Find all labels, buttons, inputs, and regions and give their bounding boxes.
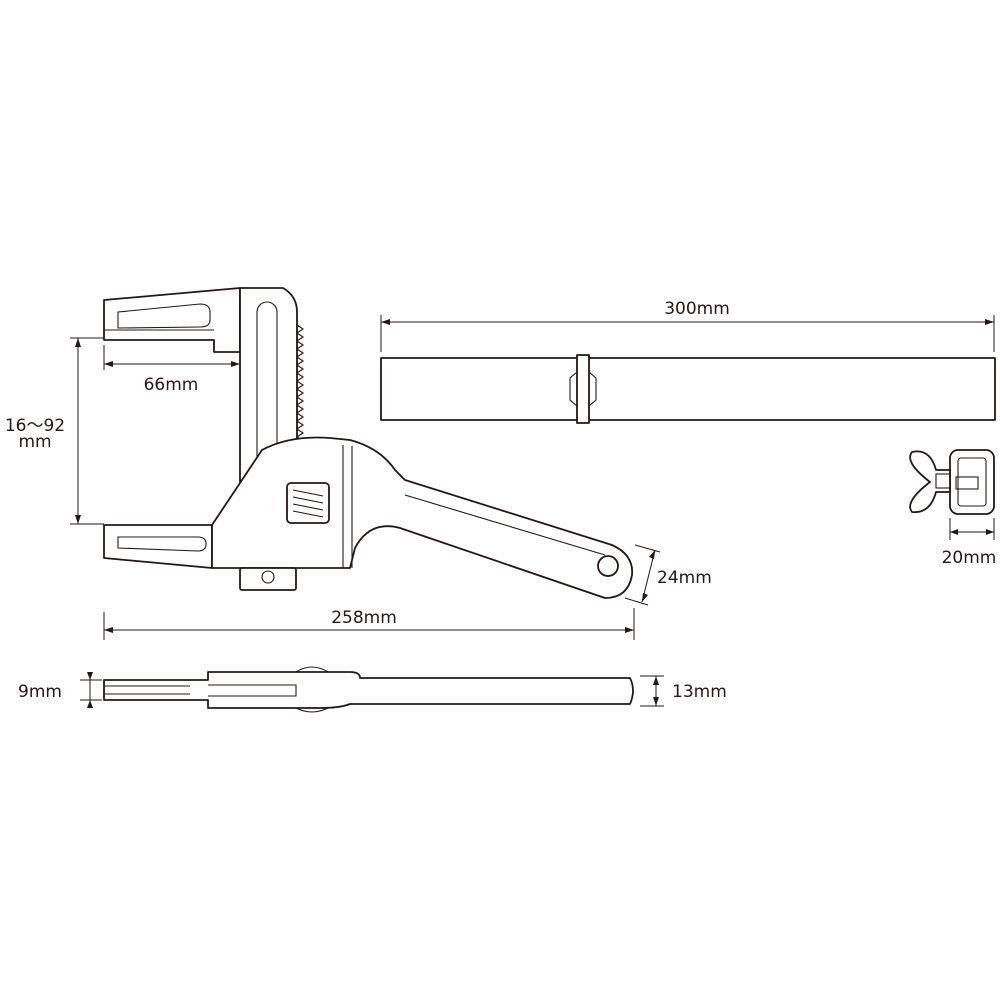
label-20mm: 20mm [942, 548, 997, 568]
dim-16-92mm [70, 337, 104, 525]
wrench-head-handle [211, 436, 634, 599]
label-9mm: 9mm [18, 682, 62, 702]
label-300mm: 300mm [664, 299, 730, 319]
bar-end-view [909, 449, 995, 515]
wrench-front-view [103, 287, 634, 599]
label-258mm: 258mm [331, 608, 397, 628]
lower-jaw [103, 524, 213, 569]
extension-bar [380, 354, 996, 424]
label-16-92-unit: mm [18, 432, 51, 452]
dim-20mm [949, 518, 995, 540]
dim-300mm [380, 315, 995, 352]
dim-66mm [103, 345, 241, 370]
adjust-screw [239, 567, 297, 591]
label-16-92: 16～92 [5, 416, 65, 436]
rack-teeth [296, 324, 304, 454]
label-24mm: 24mm [657, 568, 712, 588]
label-13mm: 13mm [672, 682, 727, 702]
wrench-side-view [103, 666, 634, 713]
dim-13mm [640, 675, 664, 707]
dim-24mm [624, 544, 661, 606]
dim-9mm [80, 672, 102, 708]
dim-258mm [103, 608, 635, 640]
label-66mm: 66mm [144, 375, 199, 395]
upper-jaw [103, 287, 241, 353]
handle-hole [597, 555, 619, 577]
worm-gear [286, 482, 330, 524]
